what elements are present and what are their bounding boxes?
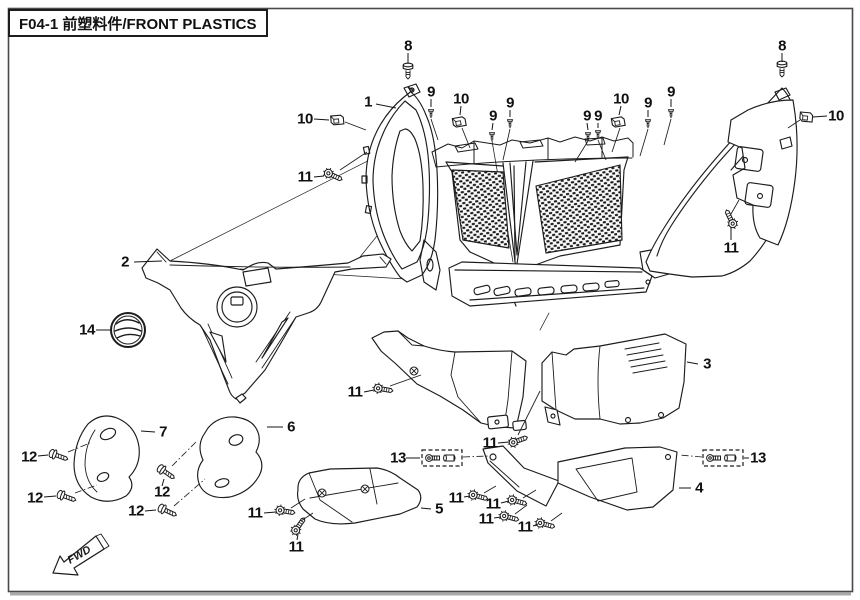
bolt-11 (320, 165, 345, 186)
rivet-8-left (402, 62, 414, 80)
grille-mesh (451, 164, 623, 254)
leader-line (497, 441, 510, 444)
grille-frame (445, 156, 629, 307)
page-border (7, 7, 854, 596)
rivet-8-right (776, 60, 788, 78)
leader-line (586, 122, 589, 131)
clip-nut-10 (330, 114, 345, 126)
part-3-panel-assembly (371, 330, 687, 431)
screw-9 (428, 109, 434, 119)
part-6-side-cover-right (197, 416, 263, 499)
leader-line (296, 533, 299, 541)
part-1-headlight-pod-left (361, 83, 439, 283)
leader-line (812, 115, 828, 118)
leader-line (618, 105, 622, 116)
bolt-11 (370, 381, 395, 398)
bolt-11 (272, 503, 297, 520)
leader-line (375, 103, 397, 109)
lower-bumper-strip (419, 239, 679, 307)
callout-leader-lines (37, 53, 828, 541)
leader-line (43, 495, 57, 498)
leader-line (133, 260, 163, 263)
part-3-right-panel (541, 333, 687, 425)
page-title: F04-1 前塑料件/FRONT PLASTICS (8, 9, 268, 37)
part-14-emblem (110, 312, 146, 348)
part-4-bracket-panel (482, 445, 678, 511)
screw-9 (645, 119, 651, 129)
leader-line (363, 389, 375, 393)
leader-line (500, 500, 510, 504)
screw-9 (507, 119, 513, 129)
part-3-left-panel (371, 330, 527, 429)
leader-line (420, 507, 432, 510)
page-title-text: F04-1 前塑料件/FRONT PLASTICS (19, 15, 257, 33)
bolt-11 (505, 431, 530, 451)
leader-line (459, 105, 462, 116)
leader-line (532, 523, 539, 527)
part-7-side-cover-left (73, 415, 140, 502)
clip-nut-10 (610, 115, 626, 129)
clip-nut-10 (799, 111, 814, 123)
screw-9 (489, 132, 495, 142)
fascia-side-panel-right (727, 99, 798, 246)
fwd-direction-arrow: FWD (52, 533, 110, 576)
screw-9 (668, 109, 674, 119)
screw-12 (47, 447, 70, 465)
leader-line (140, 430, 156, 433)
clip-nut-10 (451, 115, 467, 129)
fastener-kit-13 (702, 449, 744, 467)
leader-line (491, 122, 494, 131)
mount-lines (67, 118, 801, 522)
leader-line (161, 478, 165, 487)
part-5-lower-panel (296, 467, 422, 525)
leader-line (686, 361, 699, 365)
fastener-kit-13 (421, 449, 463, 467)
leader-line (493, 516, 502, 519)
screw-12 (55, 488, 78, 506)
leader-line (313, 175, 325, 178)
part-2-front-bumper (141, 248, 392, 404)
leader-line (313, 118, 330, 121)
leader-line (263, 511, 277, 514)
front-fascia-assembly (167, 83, 798, 331)
leader-line (37, 454, 49, 457)
screw-12 (155, 462, 178, 483)
leader-line (144, 509, 157, 512)
leader-line (463, 495, 471, 498)
